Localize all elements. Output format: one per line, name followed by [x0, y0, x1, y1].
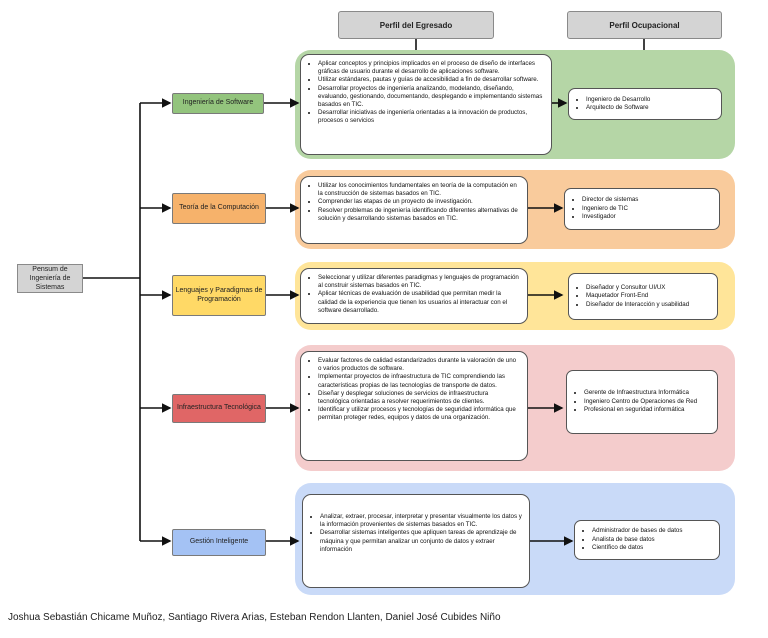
egresado-item: Desarrollar iniciativas de ingeniería or…: [318, 109, 545, 125]
ocupacional-item: Ingeniero de Desarrollo: [586, 96, 650, 104]
egresado-box-infraestructura: Evaluar factores de calidad estandarizad…: [300, 351, 528, 461]
root-pensum: Pensum de Ingeniería de Sistemas: [17, 264, 83, 293]
authors-credits: Joshua Sebastián Chicame Muñoz, Santiago…: [8, 612, 501, 623]
egresado-item: Desarrollar sistemas inteligentes que ap…: [320, 529, 523, 554]
ocupacional-box-lenguajes: Diseñador y Consultor UI/UX Maquetador F…: [568, 273, 718, 320]
egresado-item: Diseñar y desplegar soluciones de servic…: [318, 390, 521, 406]
egresado-box-software: Aplicar conceptos y principios implicado…: [300, 54, 552, 155]
ocupacional-item: Diseñador y Consultor UI/UX: [586, 284, 689, 292]
ocupacional-box-software: Ingeniero de Desarrollo Arquitecto de So…: [568, 88, 722, 120]
category-lenguajes-paradigmas: Lenguajes y Paradigmas de Programación: [172, 275, 266, 316]
ocupacional-item: Director de sistemas: [582, 196, 638, 204]
header-perfil-egresado: Perfil del Egresado: [338, 11, 494, 39]
category-teoria-computacion: Teoría de la Computación: [172, 193, 266, 224]
egresado-item: Implementar proyectos de infraestructura…: [318, 373, 521, 389]
ocupacional-item: Ingeniero de TIC: [582, 205, 638, 213]
ocupacional-item: Diseñador de Interacción y usabilidad: [586, 301, 689, 309]
category-infraestructura: Infraestructura Tecnológica: [172, 394, 266, 423]
header-perfil-ocupacional: Perfil Ocupacional: [567, 11, 722, 39]
ocupacional-item: Ingeniero Centro de Operaciones de Red: [584, 398, 697, 406]
ocupacional-item: Administrador de bases de datos: [592, 527, 682, 535]
egresado-item: Aplicar conceptos y principios implicado…: [318, 60, 545, 76]
ocupacional-item: Analista de base datos: [592, 536, 682, 544]
ocupacional-box-teoria: Director de sistemas Ingeniero de TIC In…: [564, 188, 720, 230]
egresado-item: Seleccionar y utilizar diferentes paradi…: [318, 274, 521, 290]
egresado-box-gestion: Analizar, extraer, procesar, interpretar…: [302, 494, 530, 588]
ocupacional-item: Arquitecto de Software: [586, 104, 650, 112]
egresado-item: Resolver problemas de ingeniería identif…: [318, 207, 521, 223]
egresado-item: Desarrollar proyectos de ingeniería anal…: [318, 85, 545, 110]
egresado-box-lenguajes: Seleccionar y utilizar diferentes paradi…: [300, 268, 528, 324]
ocupacional-item: Gerente de Infraestructura Informática: [584, 389, 697, 397]
egresado-item: Comprender las etapas de un proyecto de …: [318, 198, 521, 206]
egresado-box-teoria: Utilizar los conocimientos fundamentales…: [300, 176, 528, 244]
ocupacional-item: Investigador: [582, 213, 638, 221]
egresado-item: Utilizar los conocimientos fundamentales…: [318, 182, 521, 198]
ocupacional-item: Científico de datos: [592, 544, 682, 552]
ocupacional-item: Maquetador Front-End: [586, 292, 689, 300]
category-gestion-inteligente: Gestión Inteligente: [172, 529, 266, 556]
egresado-item: Evaluar factores de calidad estandarizad…: [318, 357, 521, 373]
category-ingenieria-software: Ingeniería de Software: [172, 93, 264, 114]
egresado-item: Aplicar técnicas de evaluación de usabil…: [318, 290, 521, 315]
egresado-item: Identificar y utilizar procesos y tecnol…: [318, 406, 521, 422]
egresado-item: Utilizar estándares, pautas y guías de a…: [318, 76, 545, 84]
ocupacional-box-gestion: Administrador de bases de datos Analista…: [574, 520, 720, 560]
ocupacional-item: Profesional en seguridad informática: [584, 406, 697, 414]
ocupacional-box-infraestructura: Gerente de Infraestructura Informática I…: [566, 370, 718, 434]
egresado-item: Analizar, extraer, procesar, interpretar…: [320, 513, 523, 529]
